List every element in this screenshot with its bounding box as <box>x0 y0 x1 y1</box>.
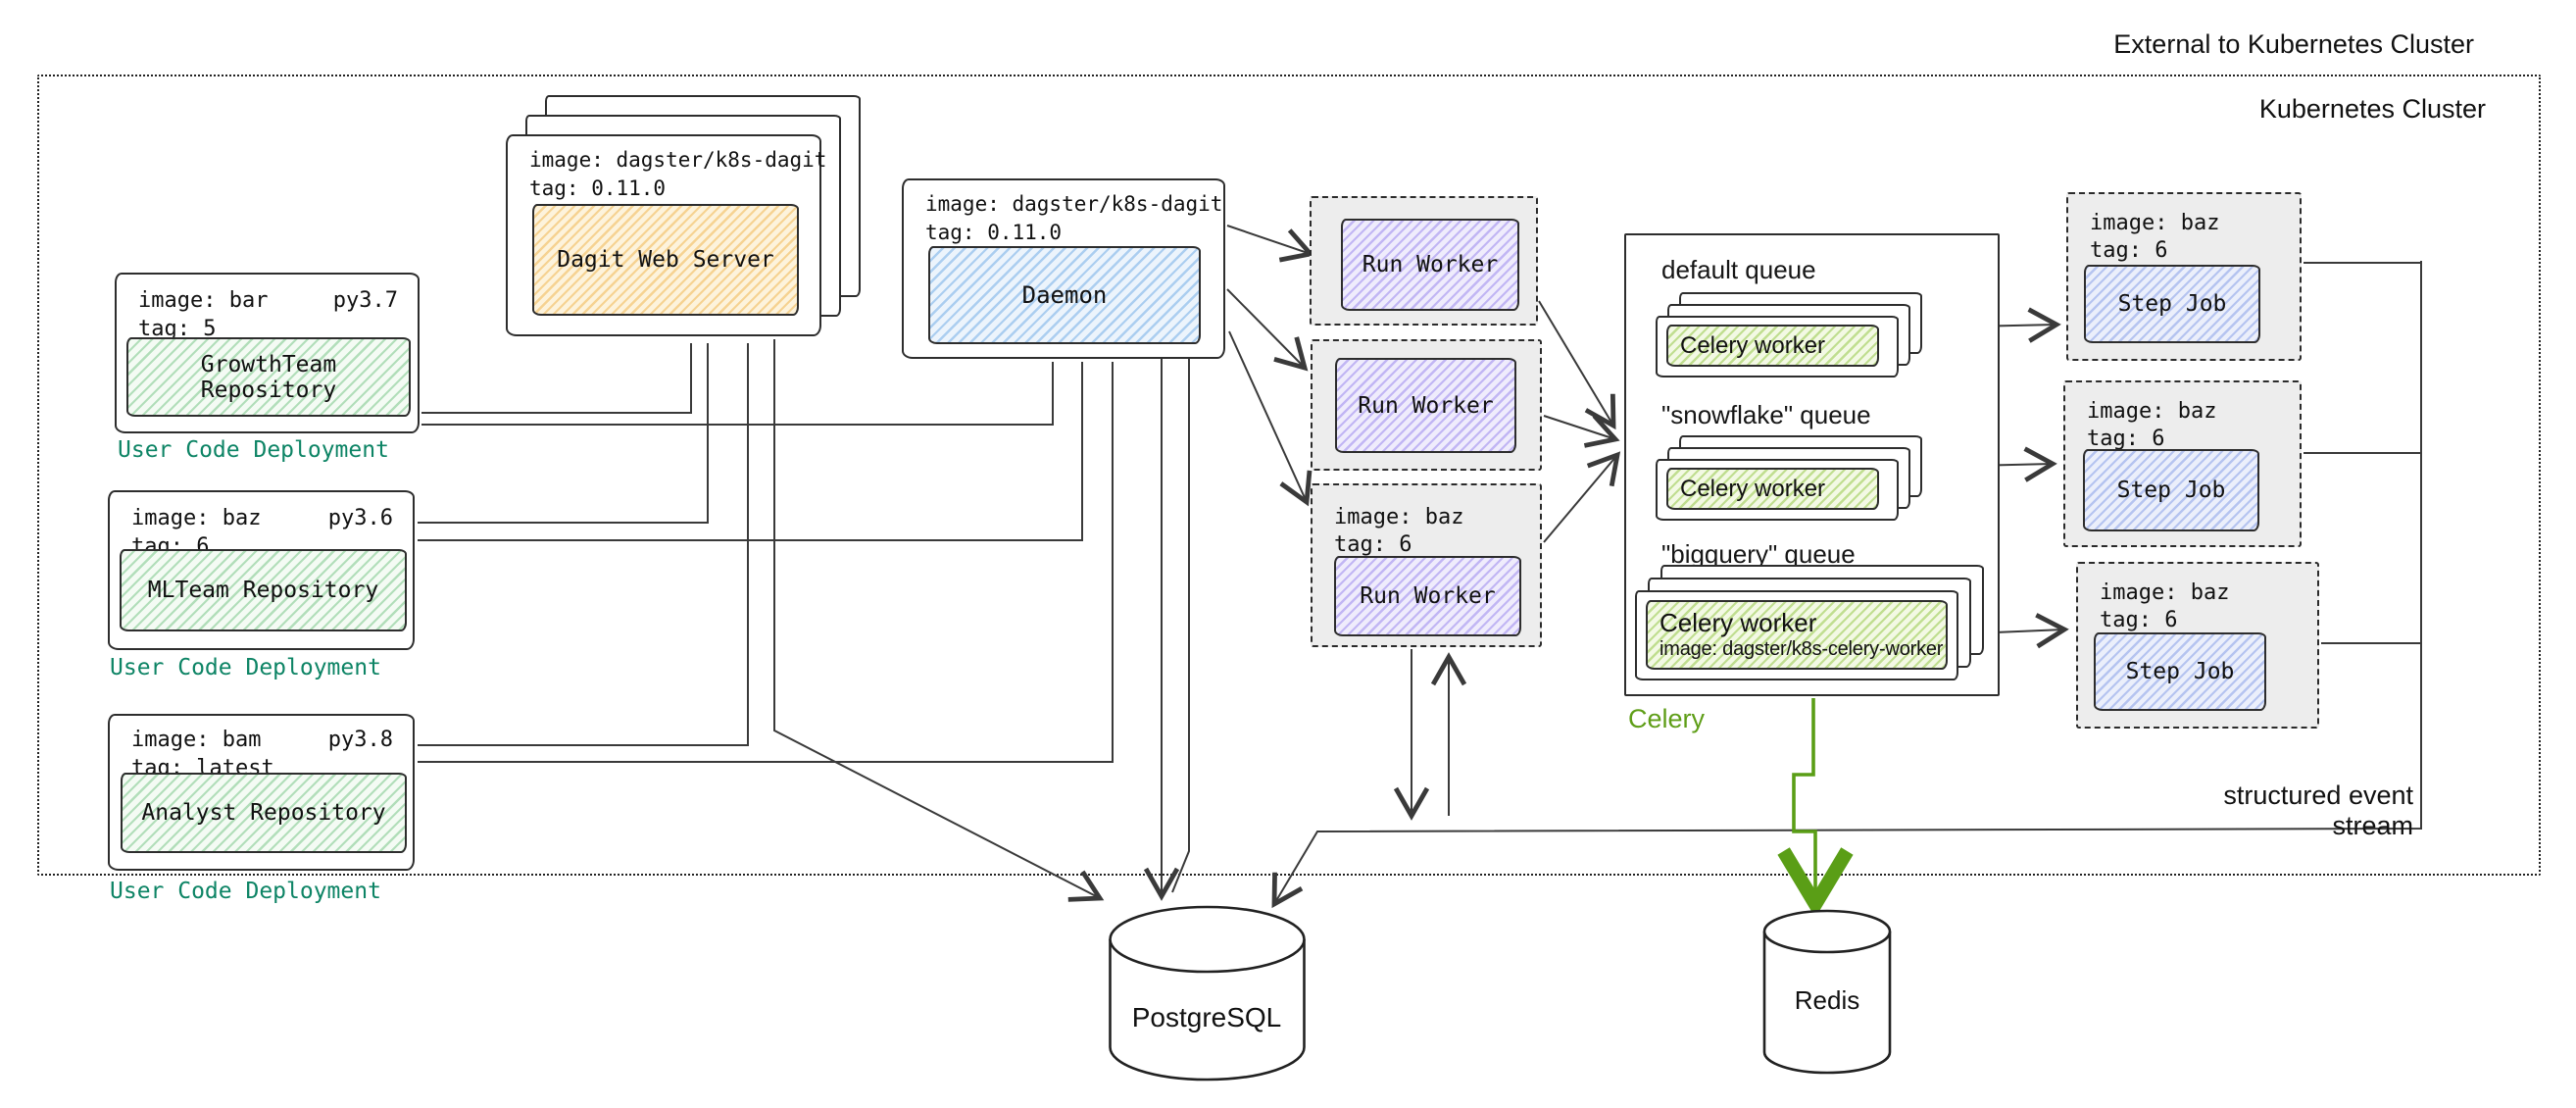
kubernetes-cluster-label: Kubernetes Cluster <box>2258 94 2486 124</box>
deployment-3-image: image: bam <box>131 728 262 752</box>
run-worker-2-label: Run Worker <box>1358 392 1494 419</box>
deployment-2-python: py3.6 <box>327 506 393 530</box>
step-job-3-container: image: baz tag: 6 Step Job <box>2076 562 2319 729</box>
bigquery-queue-stack: Celery worker image: dagster/k8s-celery-… <box>1635 565 1984 680</box>
postgres-label: PostgreSQL <box>1131 1002 1282 1032</box>
run-worker-3-label: Run Worker <box>1360 583 1496 609</box>
arrow-run-worker-3-to-celery <box>1543 451 1621 543</box>
deployment-3-python: py3.8 <box>327 728 393 752</box>
user-code-deployment-2-caption: User Code Deployment <box>110 655 381 680</box>
default-queue-stack: Celery worker <box>1656 292 1922 378</box>
default-queue-front: Celery worker <box>1656 316 1899 378</box>
step-job-1-box: Step Job <box>2084 265 2260 343</box>
run-worker-3-box: Run Worker <box>1334 556 1521 636</box>
bigquery-celery-worker-label: Celery worker <box>1660 608 1817 637</box>
mlteam-repository-box: MLTeam Repository <box>120 549 407 631</box>
arrow-run-worker-2-to-celery <box>1543 414 1620 448</box>
wire-repo3-to-daemon <box>418 362 1114 763</box>
deployment-1-python: py3.7 <box>332 288 398 313</box>
wire-repo3-to-dagit <box>418 343 749 746</box>
snowflake-queue-front: Celery worker <box>1656 459 1899 521</box>
deployment-1-image: image: bar <box>138 288 269 313</box>
arrow-daemon-to-run-worker-3 <box>1228 330 1313 507</box>
arrow-dagit-to-postgres <box>773 339 1105 902</box>
external-cluster-label: External to Kubernetes Cluster <box>2113 29 2474 59</box>
dagit-web-server-box: Dagit Web Server <box>532 204 799 316</box>
postgres-cylinder-top <box>1109 905 1306 974</box>
daemon-box: Daemon <box>928 246 1201 344</box>
run-worker-3-tag: tag: 6 <box>1334 532 1412 557</box>
default-celery-worker-box: Celery worker <box>1666 325 1879 367</box>
bigquery-celery-worker-image: image: dagster/k8s-celery-worker <box>1660 638 1944 660</box>
analyst-repository-label: Analyst Repository <box>141 800 386 826</box>
step-job-3-image: image: baz <box>2100 580 2230 605</box>
snowflake-queue-stack: Celery worker <box>1656 435 1922 521</box>
daemon-label: Daemon <box>1021 281 1108 309</box>
step-job-3-label: Step Job <box>2125 659 2235 684</box>
wire-repo2-to-daemon <box>418 362 1083 541</box>
event-stream-label: structured event stream <box>2223 781 2413 840</box>
user-code-deployment-3: image: bam py3.8 tag: latest Analyst Rep… <box>108 714 415 871</box>
dagit-pod: image: dagster/k8s-dagit tag: 0.11.0 Dag… <box>506 134 826 336</box>
user-code-deployment-2: image: baz py3.6 tag: 6 MLTeam Repositor… <box>108 490 415 650</box>
dagit-image: image: dagster/k8s-dagit <box>529 148 827 172</box>
arrow-daemon-to-run-worker-2 <box>1226 288 1309 372</box>
step-job-3-tag: tag: 6 <box>2100 608 2178 632</box>
run-worker-1-box: Run Worker <box>1341 219 1519 311</box>
bigquery-queue-front: Celery worker image: dagster/k8s-celery-… <box>1635 590 1958 680</box>
snowflake-queue-label: "snowflake" queue <box>1661 400 1871 429</box>
daemon-image: image: dagster/k8s-dagit <box>925 192 1223 216</box>
user-code-deployment-1: image: bar py3.7 tag: 5 GrowthTeam Repos… <box>115 273 420 433</box>
daemon-pod: image: dagster/k8s-dagit tag: 0.11.0 Dae… <box>902 178 1225 359</box>
run-worker-2-container: Run Worker <box>1311 339 1542 471</box>
user-code-deployment-3-caption: User Code Deployment <box>110 879 381 904</box>
bigquery-celery-worker-box: Celery worker image: dagster/k8s-celery-… <box>1646 600 1948 670</box>
run-worker-1-container: Run Worker <box>1310 196 1538 326</box>
step-job-2-tag: tag: 6 <box>2087 427 2165 451</box>
wire-daemon-to-postgres-2 <box>1171 359 1190 893</box>
growthteam-repository-label: GrowthTeam Repository <box>200 351 337 403</box>
redis-cylinder-body <box>1762 932 1892 1075</box>
step-job-1-tag: tag: 6 <box>2090 238 2168 263</box>
user-code-deployment-1-caption: User Code Deployment <box>118 437 389 463</box>
arrow-daemon-to-run-worker-1 <box>1226 225 1315 263</box>
step-job-2-label: Step Job <box>2116 478 2226 503</box>
step-job-2-box: Step Job <box>2083 449 2259 531</box>
step-job-1-image: image: baz <box>2090 211 2220 235</box>
redis-cylinder-top <box>1762 909 1892 954</box>
wire-repo2-to-dagit <box>418 343 709 524</box>
step-job-2-container: image: baz tag: 6 Step Job <box>2063 380 2302 547</box>
arrow-run-worker-1-to-celery <box>1538 300 1616 430</box>
dagit-web-server-label: Dagit Web Server <box>557 247 774 273</box>
step-job-1-label: Step Job <box>2117 291 2227 317</box>
redis-label: Redis <box>1794 985 1860 1015</box>
run-worker-1-label: Run Worker <box>1362 252 1499 277</box>
default-celery-worker-label: Celery worker <box>1680 331 1826 359</box>
run-worker-3-container: image: baz tag: 6 Run Worker <box>1311 483 1542 647</box>
snowflake-celery-worker-label: Celery worker <box>1680 475 1826 502</box>
dagit-stack: image: dagster/k8s-dagit tag: 0.11.0 Dag… <box>506 95 863 338</box>
default-queue-label: default queue <box>1661 255 1816 284</box>
bigquery-queue-label: "bigquery" queue <box>1661 539 1856 569</box>
step-job-3-box: Step Job <box>2094 632 2266 711</box>
mlteam-repository-label: MLTeam Repository <box>147 578 379 603</box>
postgres-cylinder-body <box>1109 939 1306 1082</box>
run-worker-3-image: image: baz <box>1334 505 1464 529</box>
snowflake-celery-worker-box: Celery worker <box>1666 468 1879 510</box>
arrow-event-stream-to-postgres <box>1271 261 2422 909</box>
dagit-tag: tag: 0.11.0 <box>529 176 667 200</box>
deployment-2-image: image: baz <box>131 506 262 530</box>
celery-caption: Celery <box>1628 704 1706 733</box>
growthteam-repository-box: GrowthTeam Repository <box>126 337 411 417</box>
step-job-1-container: image: baz tag: 6 Step Job <box>2066 192 2302 361</box>
wire-repo1-to-dagit <box>421 343 692 414</box>
daemon-tag: tag: 0.11.0 <box>925 221 1063 244</box>
run-worker-2-box: Run Worker <box>1335 358 1516 453</box>
deployment-1-tag: tag: 5 <box>138 317 217 341</box>
wire-repo1-to-daemon <box>421 362 1054 426</box>
step-job-2-image: image: baz <box>2087 399 2217 424</box>
arrow-celery-to-redis <box>1777 698 1854 918</box>
analyst-repository-box: Analyst Repository <box>121 773 407 853</box>
